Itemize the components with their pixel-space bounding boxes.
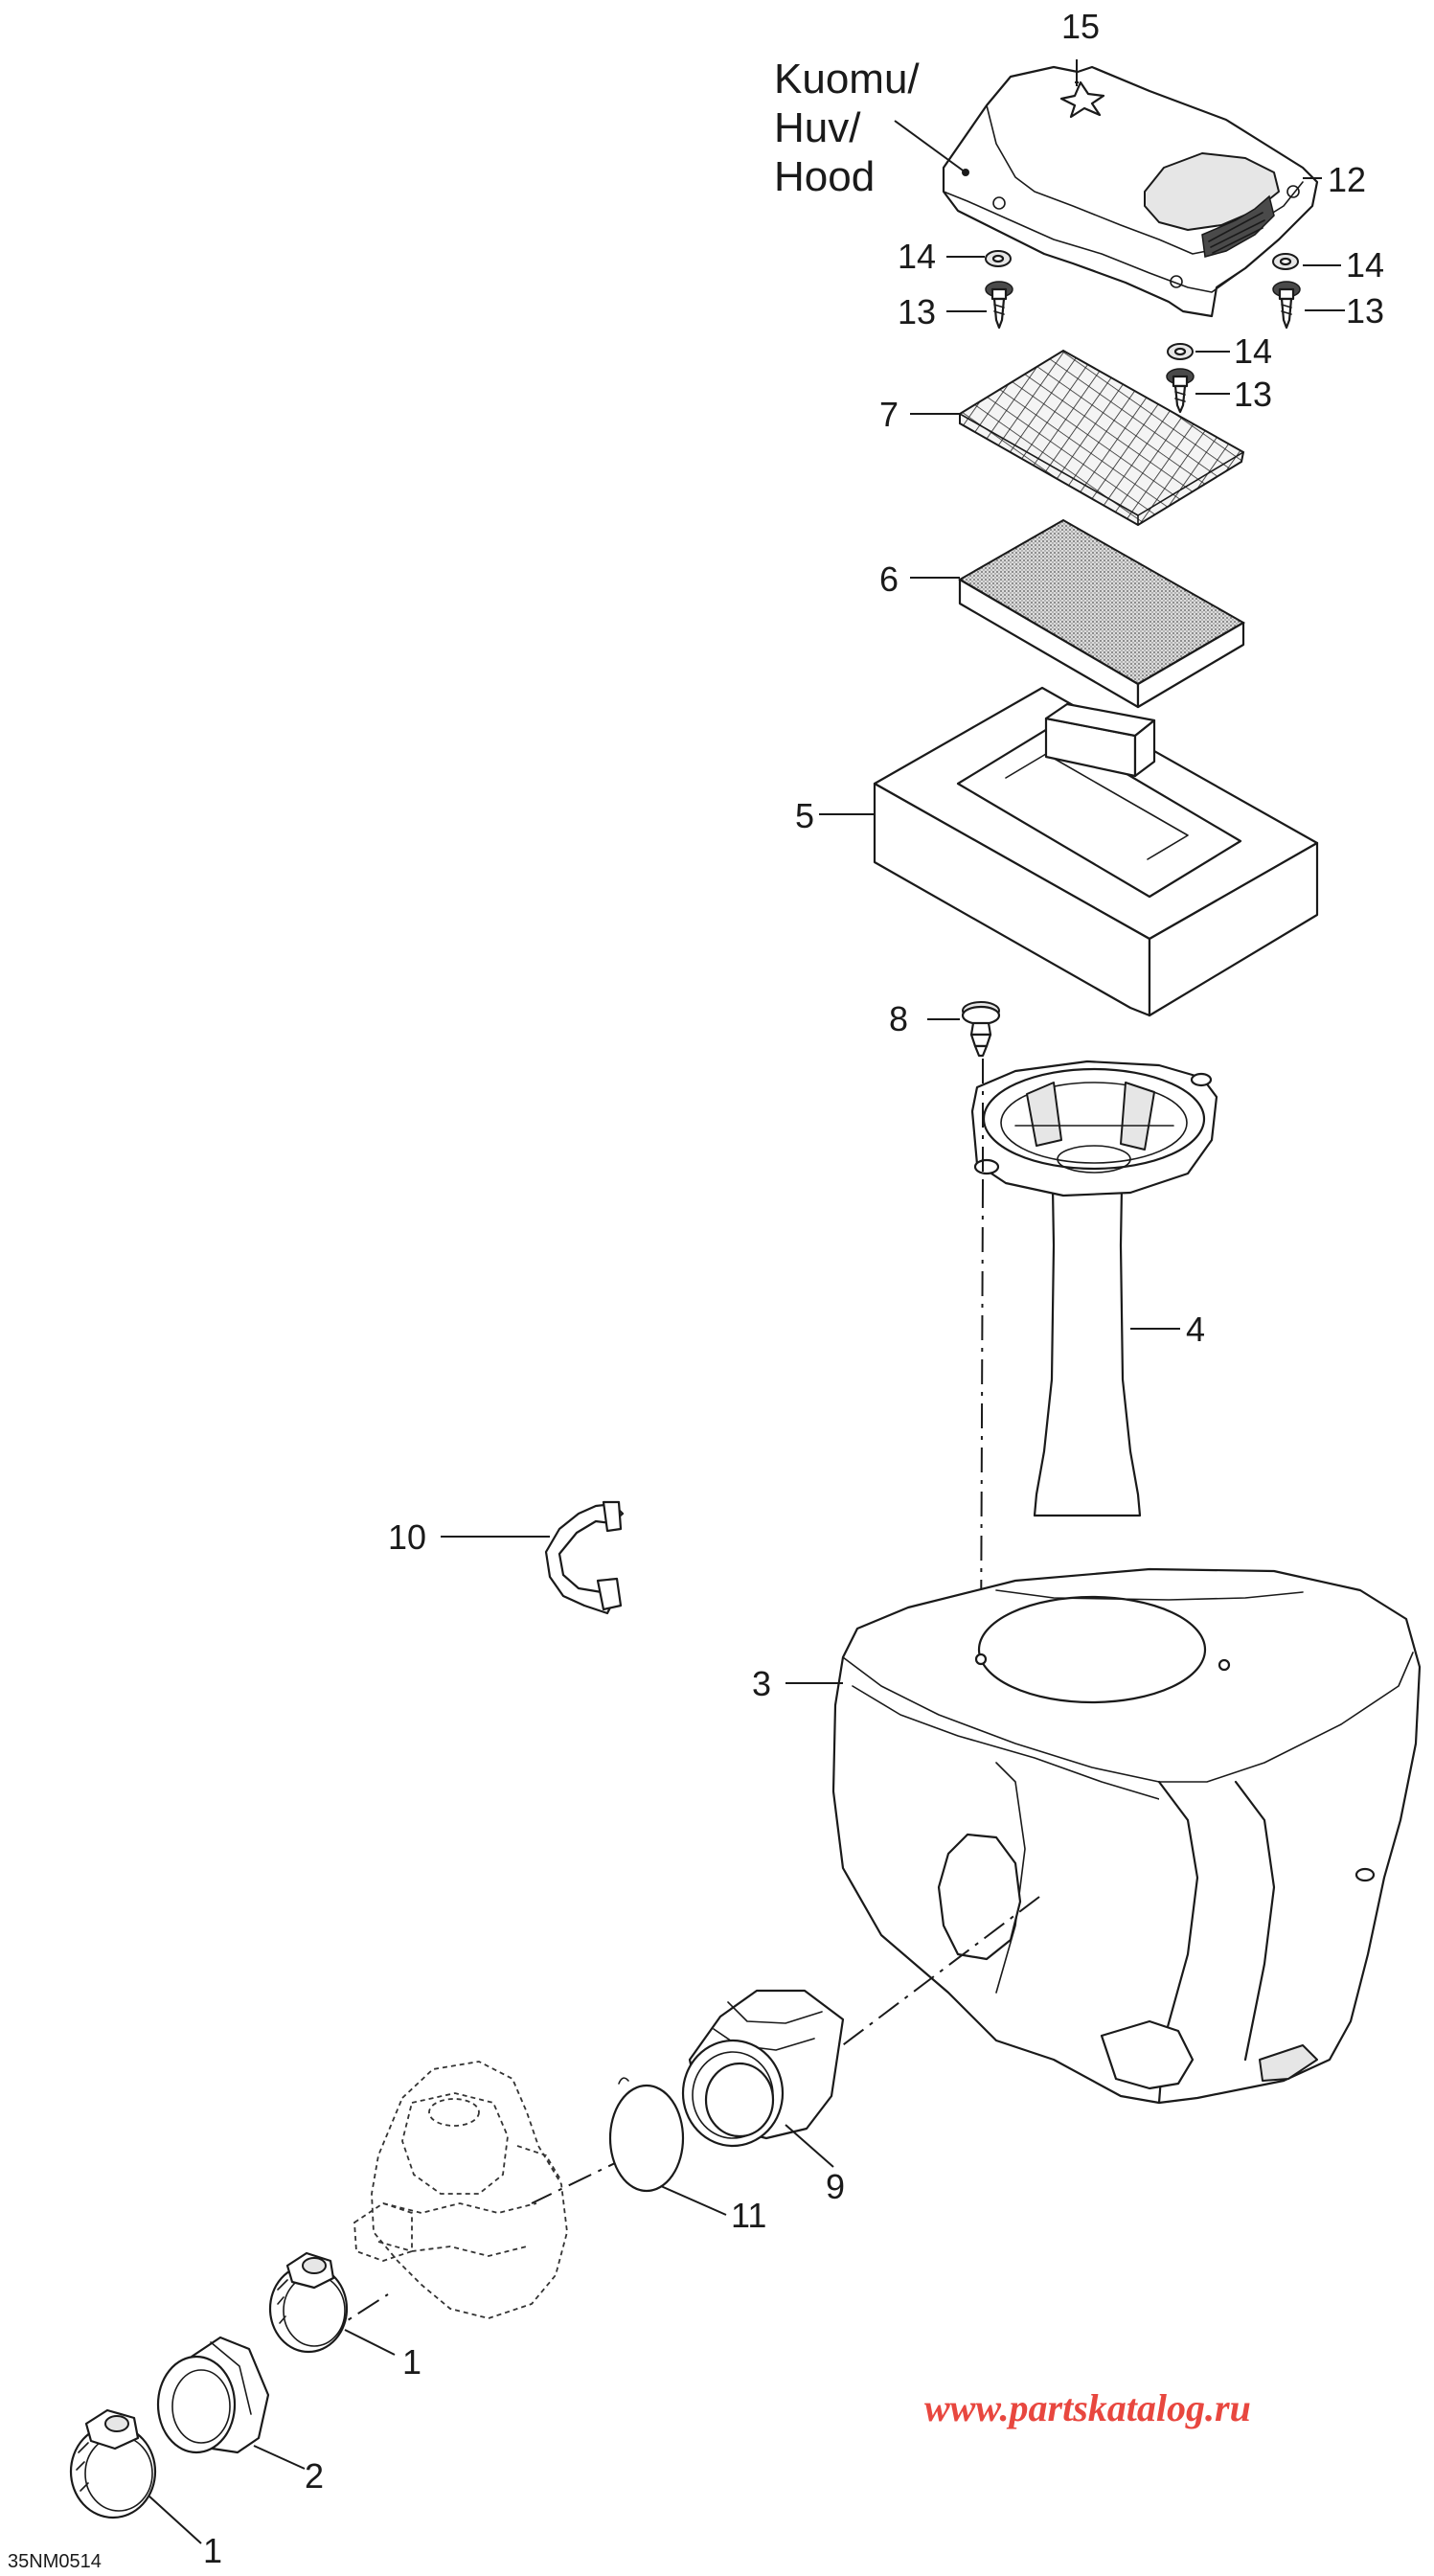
callout-1-upper: 1: [402, 2342, 421, 2382]
callout-8: 8: [889, 999, 908, 1038]
callout-14-center: 14: [1234, 331, 1272, 371]
washer-14-left[interactable]: [985, 250, 1012, 267]
callout-1-lower: 1: [203, 2531, 222, 2570]
push-rivet-part-8[interactable]: [961, 1001, 1001, 1058]
callout-7: 7: [879, 395, 899, 434]
clip-part-10[interactable]: [544, 1500, 625, 1615]
callout-5: 5: [795, 796, 814, 835]
hood-part-12[interactable]: [942, 65, 1319, 318]
assembly-line-rivet: [980, 1059, 984, 1658]
hood-label-line-1: Kuomu/: [774, 56, 920, 103]
screw-13-right[interactable]: [1272, 281, 1301, 330]
callout-13-center: 13: [1234, 375, 1272, 414]
screw-13-left[interactable]: [985, 281, 1013, 330]
mesh-screen-part-7[interactable]: [959, 349, 1245, 527]
callout-13-right: 13: [1346, 291, 1384, 331]
foam-filter-part-6[interactable]: [958, 518, 1246, 709]
watermark-text: www.partskatalog.ru: [924, 2386, 1251, 2429]
washer-14-right[interactable]: [1272, 253, 1299, 270]
callout-12: 12: [1328, 160, 1366, 199]
callout-13-left: 13: [898, 292, 936, 331]
hood-label-dot: [962, 169, 969, 176]
adapter-sleeve-part-2[interactable]: [156, 2336, 270, 2454]
foam-block-part-5[interactable]: [873, 686, 1319, 1017]
callout-10: 10: [388, 1517, 426, 1557]
callout-numbers: 15 12 14 13 14 13 14 13 7 6 5 8 4 10 3 9…: [203, 7, 1384, 2570]
washer-14-center[interactable]: [1167, 343, 1194, 360]
callout-2: 2: [305, 2456, 324, 2496]
callout-15: 15: [1061, 7, 1100, 46]
drawing-code: 35NM0514: [8, 2551, 102, 2572]
carburetor-reference: [353, 2061, 568, 2319]
intake-boot-part-9[interactable]: [681, 1989, 845, 2148]
silencer-part-4[interactable]: [970, 1060, 1218, 1517]
hood-label: Kuomu/ Huv/ Hood: [774, 56, 920, 200]
air-box-part-3[interactable]: [831, 1567, 1422, 2105]
callout-14-left: 14: [898, 237, 936, 276]
clamp-part-1-lower[interactable]: [69, 2408, 157, 2519]
gasket-part-11[interactable]: [608, 2077, 685, 2193]
screw-13-center[interactable]: [1166, 368, 1195, 414]
callout-6: 6: [879, 559, 899, 599]
clamp-part-1-upper[interactable]: [268, 2251, 349, 2354]
hood-label-line-2: Huv/: [774, 104, 861, 151]
leader-lines: [148, 59, 1345, 2544]
callout-14-right: 14: [1346, 245, 1384, 285]
callout-4: 4: [1186, 1310, 1205, 1349]
callout-11: 11: [731, 2196, 766, 2235]
callout-9: 9: [826, 2167, 845, 2206]
callout-3: 3: [752, 1664, 771, 1703]
hood-label-line-3: Hood: [774, 153, 875, 200]
